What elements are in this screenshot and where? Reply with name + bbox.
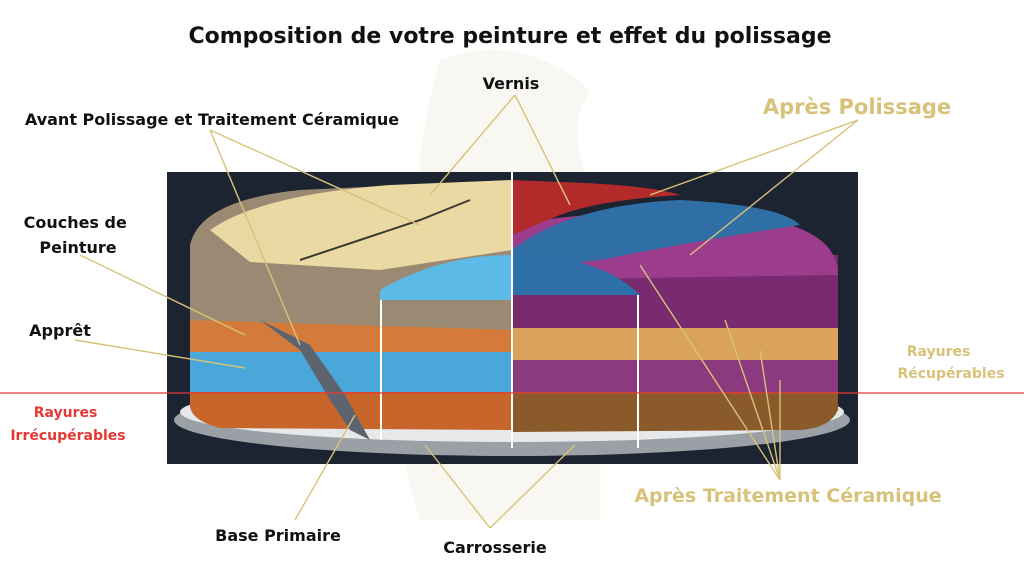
label-apres-ceramique: Après Traitement Céramique	[634, 485, 941, 507]
label-appret: Apprêt	[29, 321, 91, 340]
label-rayures-irr-line1: Rayures	[34, 405, 98, 421]
label-vernis: Vernis	[483, 74, 540, 93]
label-couches-line2: Peinture	[39, 238, 116, 257]
label-rayures-recuperables: Rayures Récupérables	[897, 344, 1004, 382]
label-rayures-rec-line1: Rayures	[907, 344, 971, 360]
dividers	[380, 172, 639, 448]
label-carrosserie: Carrosserie	[443, 538, 547, 557]
right-layers-after	[512, 180, 838, 432]
label-couches-line1: Couches de	[24, 213, 127, 232]
label-couches-peinture: Couches de Peinture	[24, 213, 133, 257]
label-rayures-irr-line2: Irrécupérables	[10, 428, 125, 444]
left-layers-before	[190, 180, 512, 440]
label-rayures-irrecuperables: Rayures Irrécupérables	[10, 405, 125, 444]
label-base-primaire: Base Primaire	[215, 526, 341, 545]
label-rayures-rec-line2: Récupérables	[897, 366, 1004, 382]
label-avant-polissage: Avant Polissage et Traitement Céramique	[25, 110, 399, 129]
label-apres-polissage: Après Polissage	[763, 95, 951, 119]
diagram-title: Composition de votre peinture et effet d…	[188, 24, 831, 49]
leader-lines	[74, 94, 859, 529]
